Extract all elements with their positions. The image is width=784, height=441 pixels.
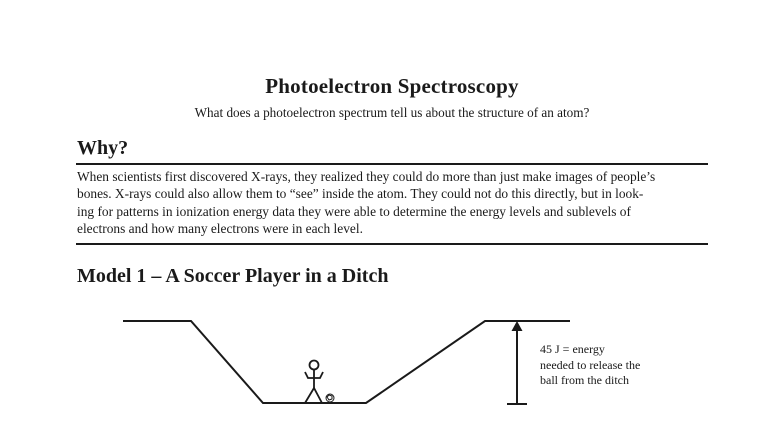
why-line-1: When scientists first discovered X-rays,… bbox=[77, 169, 656, 184]
energy-annotation: 45 J = energy needed to release the ball… bbox=[540, 342, 640, 389]
why-line-4: electrons and how many electrons were in… bbox=[77, 221, 363, 237]
why-heading: Why? bbox=[77, 137, 129, 159]
stick-figure-icon bbox=[304, 359, 324, 404]
why-paragraph: When scientists first discovered X-rays,… bbox=[77, 168, 709, 238]
why-line-2: bones. X-rays could also allow them to “… bbox=[77, 186, 644, 202]
annotation-line-1: 45 J = energy bbox=[540, 342, 605, 356]
page-title: Photoelectron Spectroscopy bbox=[265, 74, 519, 98]
up-arrow-icon bbox=[507, 321, 527, 405]
why-top-rule bbox=[76, 163, 708, 165]
model-heading: Model 1 – A Soccer Player in a Ditch bbox=[77, 265, 389, 287]
why-line-3: ing for patterns in ionization energy da… bbox=[77, 203, 631, 219]
page-subtitle: What does a photoelectron spectrum tell … bbox=[194, 105, 590, 120]
annotation-line-3: ball from the ditch bbox=[540, 373, 629, 387]
annotation-line-2: needed to release the bbox=[540, 357, 641, 372]
why-bottom-rule bbox=[76, 243, 708, 245]
ditch-outline bbox=[123, 320, 570, 404]
soccer-ball-icon bbox=[325, 393, 335, 403]
